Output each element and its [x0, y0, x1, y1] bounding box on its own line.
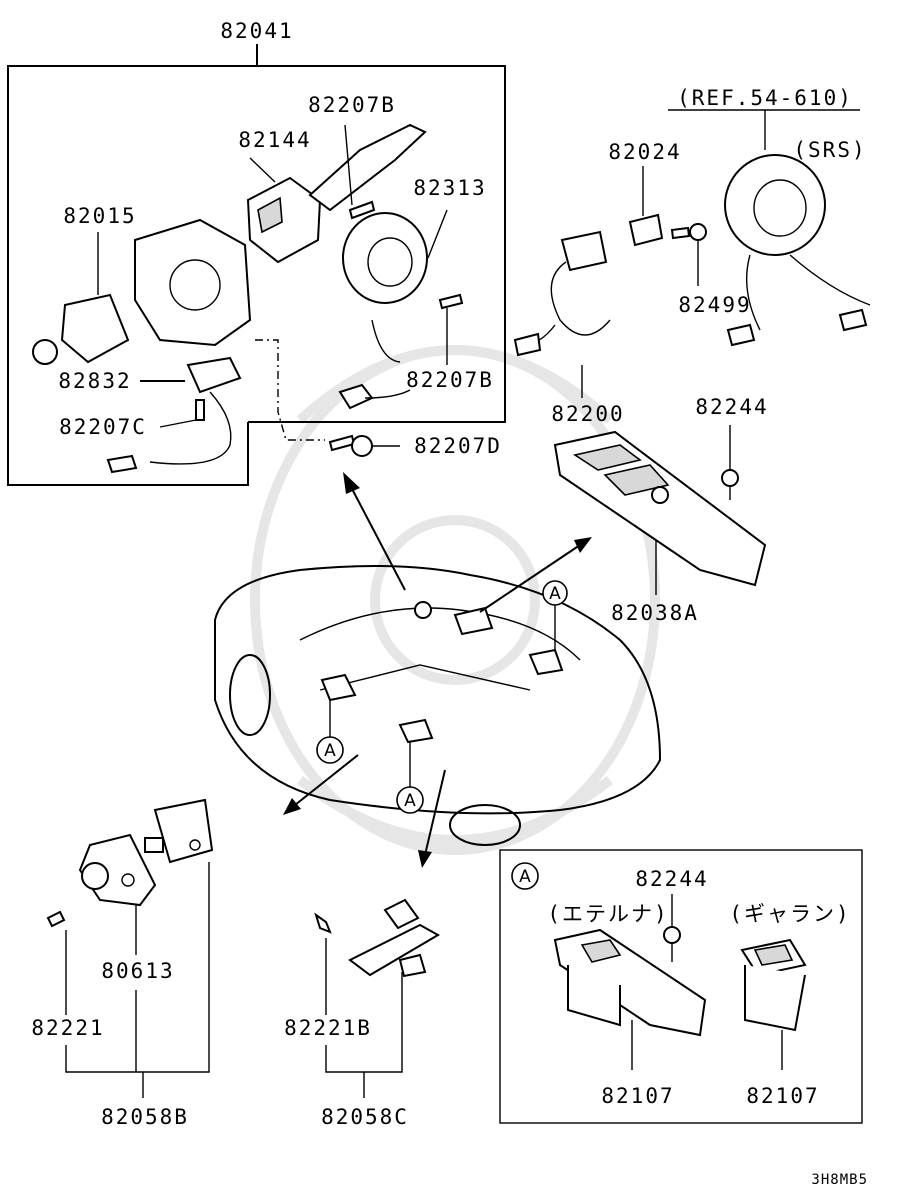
label-82015: 82015	[63, 204, 136, 228]
diagram-code: 3H8MB5	[811, 1172, 868, 1187]
screw-part	[670, 223, 707, 286]
screw-part	[438, 293, 464, 365]
galant-window-switch-part	[740, 938, 807, 1070]
pointer-arrows	[283, 472, 592, 868]
car-body-outline	[214, 565, 662, 846]
label-82038a: 82038A	[611, 601, 699, 625]
label-srs: (SRS)	[793, 138, 866, 162]
lever-switch-part	[246, 123, 427, 264]
sensor-part	[106, 356, 242, 474]
label-82107-left: 82107	[601, 1084, 674, 1108]
eterna-window-switch-part	[553, 928, 707, 1070]
label-82144: 82144	[238, 128, 311, 152]
hood-switch-parts	[314, 898, 441, 1098]
label-82024: 82024	[608, 140, 681, 164]
label-82499: 82499	[678, 293, 751, 317]
switch-body-part	[32, 218, 252, 365]
svg-text:A: A	[519, 867, 531, 887]
tag-a-car-right: A	[542, 580, 568, 652]
label-82207c: 82207C	[59, 415, 147, 439]
leader-dashed	[255, 339, 325, 441]
screw-part	[159, 399, 205, 428]
label-82832: 82832	[58, 369, 131, 393]
label-80613: 80613	[101, 959, 174, 983]
label-82313: 82313	[413, 176, 486, 200]
svg-text:A: A	[549, 584, 561, 604]
watermark-emblem-icon	[250, 345, 660, 855]
label-82221b: 82221B	[284, 1016, 372, 1040]
screw-part	[721, 425, 739, 500]
label-82107-right: 82107	[746, 1084, 819, 1108]
label-82207d: 82207D	[414, 434, 502, 458]
label-82207b-top: 82207B	[308, 93, 396, 117]
screw-part	[344, 124, 376, 220]
wire-harness-part	[513, 166, 664, 398]
clock-spring-part	[342, 209, 448, 363]
tag-a-car-left: A	[316, 700, 344, 764]
label-galant: (ギャラン)	[729, 902, 850, 926]
label-82058c: 82058C	[321, 1105, 409, 1129]
label-ref-54-610: (REF.54-610)	[677, 86, 853, 110]
label-82244-top: 82244	[695, 395, 768, 419]
svg-text:A: A	[324, 741, 336, 761]
screw-part	[328, 434, 400, 457]
label-82221: 82221	[31, 1016, 104, 1040]
connector-part	[338, 383, 411, 410]
tag-a-car-center: A	[396, 742, 424, 814]
label-82200: 82200	[551, 402, 624, 426]
label-82207b-mid: 82207B	[406, 368, 494, 392]
svg-text:A: A	[404, 791, 416, 811]
column-switch-box	[7, 44, 506, 486]
label-82244-inset: 82244	[635, 867, 708, 891]
label-82058b: 82058B	[101, 1105, 189, 1129]
door-switch-parts	[46, 798, 214, 1098]
label-82041: 82041	[220, 19, 293, 43]
car-switch-marks	[320, 601, 564, 744]
window-switch-panel-part	[553, 430, 767, 595]
screw-part	[663, 894, 681, 962]
inset-box-a: A	[499, 849, 863, 1124]
srs-clock-spring-part	[668, 109, 871, 347]
label-eterna: (エテルナ)	[547, 902, 668, 926]
